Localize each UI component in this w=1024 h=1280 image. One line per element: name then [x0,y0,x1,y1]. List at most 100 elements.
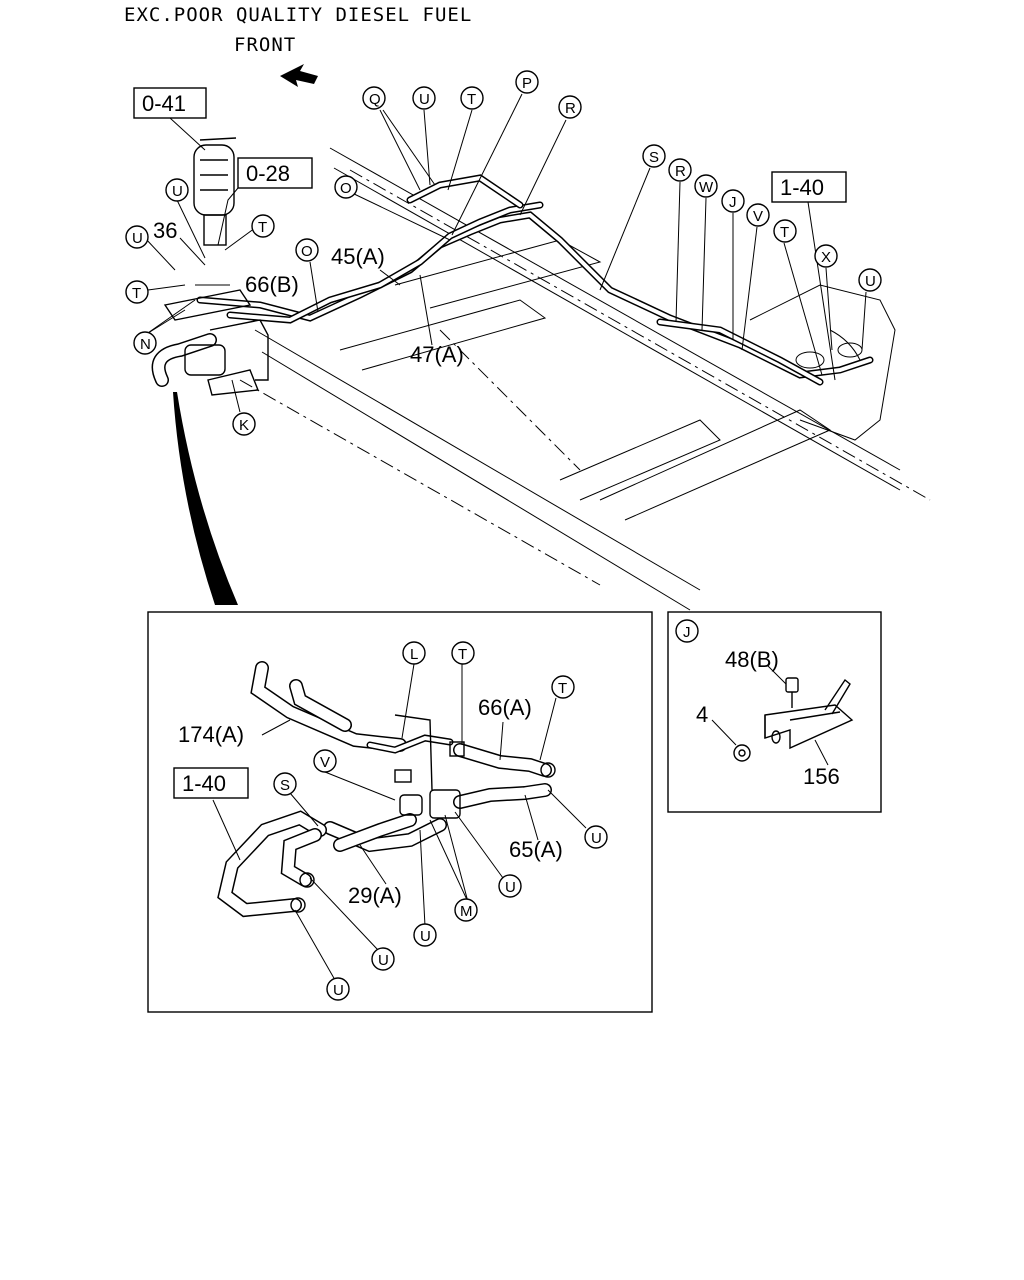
callout-V-1: V [746,203,770,227]
part-36: 36 [153,218,177,243]
part-29A: 29(A) [348,883,402,908]
part-66B: 66(B) [245,272,299,297]
bolt-icon [785,677,799,708]
svg-text:L: L [410,646,418,663]
callout-Q: Q [362,86,386,110]
ref-0-41-text: 0-41 [142,91,186,116]
callout-U-7: U [413,923,437,947]
svg-text:O: O [301,243,313,260]
callout-R-2: R [668,158,692,182]
callout-O-2: O [295,238,319,262]
callout-M: M [454,898,478,922]
svg-text:U: U [378,952,389,969]
svg-text:K: K [239,417,249,434]
fuel-filter [193,137,237,246]
callout-V-2: V [313,749,337,773]
callout-U-3: U [165,178,189,202]
callout-U-4: U [125,225,149,249]
callout-J-2: J [675,619,699,643]
detail-frame [147,611,653,1013]
svg-text:R: R [565,100,576,117]
priming-pump [151,289,269,396]
callout-T-6: T [551,675,575,699]
clip-bracket [711,665,854,766]
front-arrow-icon [280,64,318,87]
part-156: 156 [803,764,840,789]
callout-J-1: J [721,189,745,213]
part-65A: 65(A) [509,837,563,862]
svg-text:X: X [821,249,831,266]
svg-text:T: T [467,91,476,108]
callouts-detail: L T T V S U U M U U U [273,641,608,1001]
callout-U-2: U [858,268,882,292]
callout-S-2: S [273,772,297,796]
part-48B: 48(B) [725,647,779,672]
svg-text:T: T [458,646,467,663]
svg-text:U: U [172,183,183,200]
svg-text:S: S [649,149,659,166]
callouts-upper: Q U T P R O O S R W J V T X U U T U T N … [125,70,882,436]
detail-hoses [217,661,556,918]
callout-N: N [133,331,157,355]
fuel-lines-upper [196,174,874,386]
leader-lines-upper [144,93,867,413]
svg-text:U: U [420,928,431,945]
svg-text:V: V [753,208,763,225]
callout-T-5: T [451,641,475,665]
callout-T-4: T [125,280,149,304]
svg-text:U: U [132,230,143,247]
svg-text:V: V [320,754,330,771]
callout-U-5: U [584,825,608,849]
callout-U-6: U [498,874,522,898]
svg-text:S: S [280,777,290,794]
callout-U-1: U [412,86,436,110]
callout-U-9: U [326,977,350,1001]
condition-note: EXC.POOR QUALITY DIESEL FUEL [124,4,473,26]
svg-text:N: N [140,336,151,353]
svg-text:M: M [460,903,473,920]
part-174A: 174(A) [178,722,244,747]
callout-U-8: U [371,947,395,971]
svg-text:T: T [132,285,141,302]
callout-X: X [814,244,838,268]
svg-text:U: U [505,879,516,896]
callout-R-1: R [558,95,582,119]
svg-text:O: O [340,180,352,197]
callout-T-3: T [251,214,275,238]
svg-text:J: J [683,624,691,641]
svg-text:U: U [419,91,430,108]
front-direction-label: FRONT [234,34,297,56]
detail-leaders [212,663,587,981]
svg-text:Q: Q [369,91,381,108]
ref-1-40-top-text: 1-40 [780,175,824,200]
svg-text:R: R [675,163,686,180]
part-45A: 45(A) [331,244,385,269]
detail-pointer [173,392,238,605]
detail-j-frame [667,611,882,813]
part-66A: 66(A) [478,695,532,720]
callout-P: P [515,70,539,94]
svg-text:U: U [591,830,602,847]
ref-box-1-40-top: 1-40 [771,171,847,203]
svg-text:T: T [558,680,567,697]
ref-box-0-41: 0-41 [133,87,207,119]
callout-T-2: T [773,219,797,243]
svg-text:T: T [780,224,789,241]
svg-text:P: P [522,75,532,92]
nut-icon [733,744,751,762]
svg-text:U: U [865,273,876,290]
ref-box-1-40-detail: 1-40 [173,767,249,799]
callout-L: L [402,641,426,665]
callout-O-1: O [334,175,358,199]
svg-text:W: W [699,179,714,196]
chassis-frame [239,147,931,611]
part-4: 4 [696,702,708,727]
callout-W: W [694,174,718,198]
svg-text:U: U [333,982,344,999]
ref-1-40-detail-text: 1-40 [182,771,226,796]
ref-box-0-28: 0-28 [237,157,313,189]
svg-text:J: J [729,194,737,211]
callout-S-1: S [642,144,666,168]
svg-text:T: T [258,219,267,236]
